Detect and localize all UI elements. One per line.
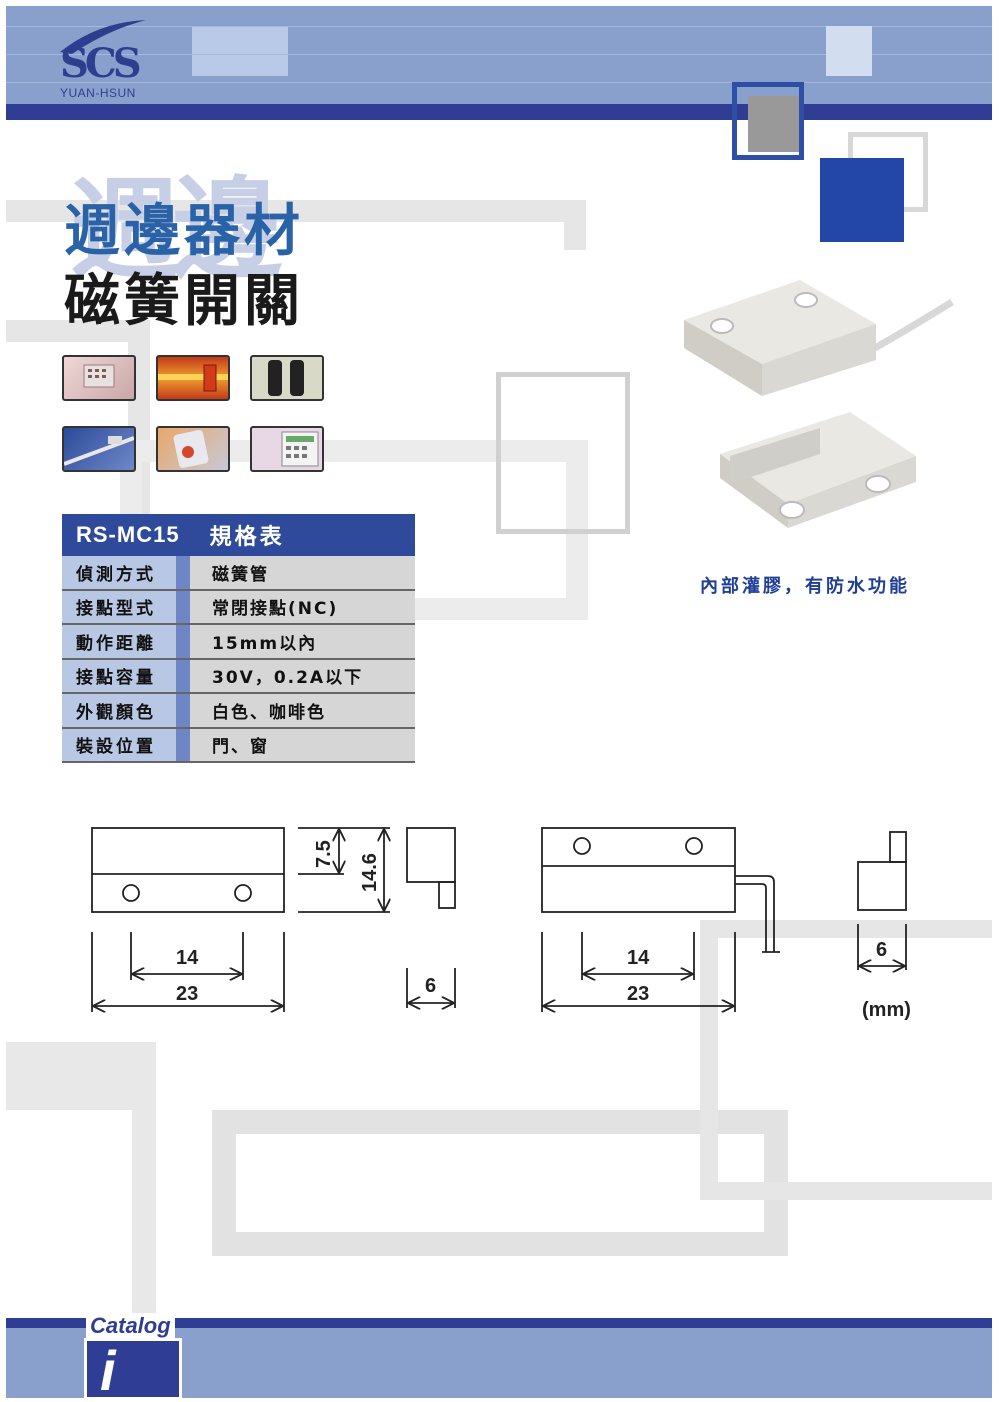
dim-left-hole-spacing: 14 <box>176 947 199 969</box>
thumbnail-keypad <box>62 355 136 401</box>
spec-value: 磁簧管 <box>190 556 415 589</box>
thumbnail-rail-sensor <box>62 426 136 472</box>
spec-key: 接點型式 <box>62 590 190 623</box>
thumbnail-photo-beams <box>250 355 324 401</box>
info-icon <box>84 1338 182 1400</box>
deco-square-blue <box>820 158 904 242</box>
spec-key: 動作距離 <box>62 625 190 658</box>
thumbnail-panic-button <box>156 426 230 472</box>
bg-frame-5 <box>6 1042 156 1110</box>
dim-right-width: 23 <box>627 983 649 1005</box>
bg-frame-6 <box>132 1042 156 1318</box>
spec-table-header: RS-MC15 規格表 <box>62 514 415 556</box>
deco-square-outline <box>732 82 804 160</box>
logo-swoosh <box>58 16 148 86</box>
thumbnail-infrared-beam <box>156 355 230 401</box>
logo-subtitle: YUAN-HSUN <box>60 86 136 100</box>
bg-frame-4 <box>496 372 630 534</box>
catalog-label: Catalog <box>86 1313 175 1339</box>
spec-value: 白色、咖啡色 <box>190 694 415 727</box>
spec-key: 裝設位置 <box>62 728 190 761</box>
spec-value: 30V，0.2A以下 <box>190 659 415 692</box>
spec-row: 外觀顏色白色、咖啡色 <box>62 694 415 729</box>
dimension-drawing: 14 23 7.5 14.6 6 14 23 6 (mm) <box>91 827 911 1021</box>
title-watermark: 週邊 <box>70 165 282 294</box>
dim-unit: (mm) <box>862 999 911 1021</box>
product-caption: 內部灌膠，有防水功能 <box>700 576 910 597</box>
spec-key: 偵測方式 <box>62 556 190 589</box>
logo-text: SCS <box>60 40 142 87</box>
spec-model: RS-MC15 <box>76 522 180 547</box>
page-title-line2: 磁簧開關 <box>64 268 304 334</box>
spec-value: 15mm以內 <box>190 625 415 658</box>
dim-height-small: 7.5 <box>313 840 335 868</box>
spec-value: 門、窗 <box>190 728 415 761</box>
spec-row: 裝設位置門、窗 <box>62 728 415 763</box>
page-title-line1: 週邊器材 <box>64 198 304 264</box>
spec-heading: 規格表 <box>209 525 285 550</box>
spec-row: 偵測方式磁簧管 <box>62 556 415 591</box>
bg-frame-1 <box>6 200 586 250</box>
dim-height-total: 14.6 <box>359 853 381 892</box>
dim-left-width: 23 <box>176 983 198 1005</box>
thumbnail-control-panel <box>250 426 324 472</box>
info-icon-letter: i <box>100 1339 116 1402</box>
dim-side-width-left: 6 <box>425 975 436 997</box>
spec-value: 常閉接點(NC) <box>190 590 415 623</box>
spec-row: 接點型式常閉接點(NC) <box>62 590 415 625</box>
dim-side-width-right: 6 <box>876 939 887 961</box>
dim-right-hole-spacing: 14 <box>627 947 650 969</box>
deco-square-gray <box>748 96 802 152</box>
product-photo <box>670 278 970 558</box>
spec-key: 外觀顏色 <box>62 694 190 727</box>
bg-frame-8 <box>700 920 992 1200</box>
spec-key: 接點容量 <box>62 659 190 692</box>
header-banner <box>6 6 992 120</box>
